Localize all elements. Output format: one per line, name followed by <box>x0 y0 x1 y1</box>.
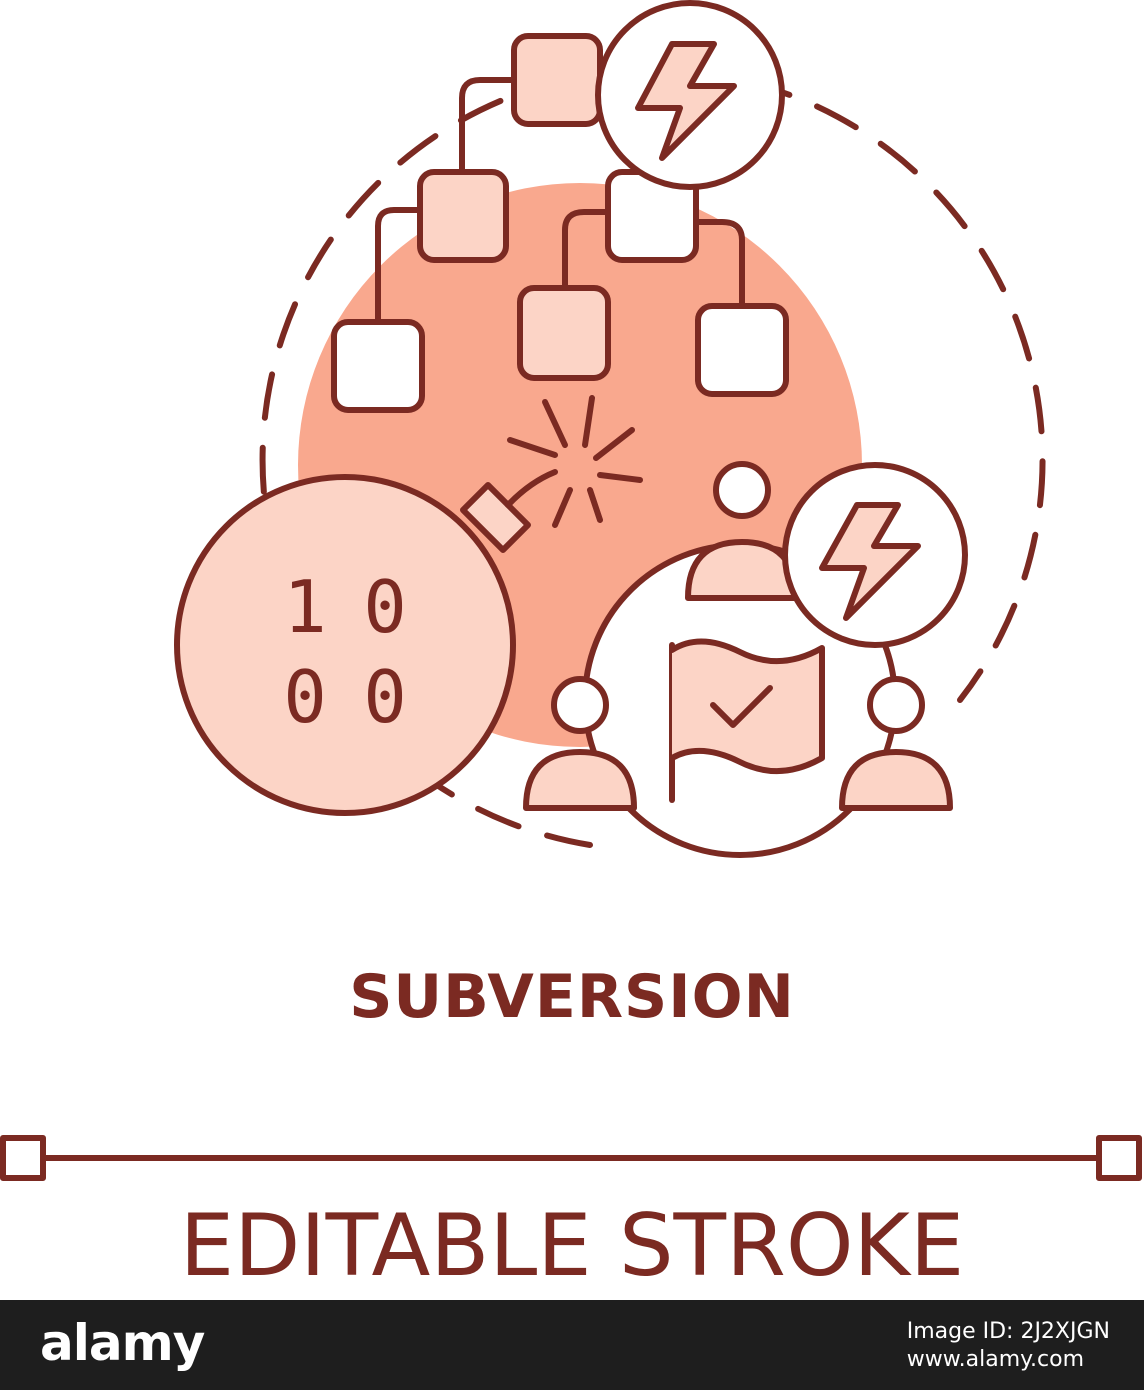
footer-bar: alamy Image ID: 2J2XJGN www.alamy.com <box>0 1300 1144 1390</box>
checkmark-icon <box>710 685 773 728</box>
people-icon <box>523 461 953 811</box>
binary-digit: 1 <box>283 565 326 649</box>
lightning-icon <box>819 502 921 621</box>
editable-stroke-label: EDITABLE STROKE <box>179 1196 965 1296</box>
stroke-handle-right <box>1096 1135 1142 1181</box>
flow-box-left <box>417 169 509 263</box>
flow-box-bottom-middle <box>517 285 611 381</box>
bomb-icon <box>174 469 558 816</box>
binary-digit: 0 <box>363 655 406 739</box>
flow-box-top <box>511 33 603 127</box>
stroke-handle-left <box>0 1135 46 1181</box>
alamy-logo: alamy <box>40 1314 205 1372</box>
flow-box-bottom-left <box>331 319 425 413</box>
flow-box-bottom-right <box>695 303 789 397</box>
illustration-title: SUBVERSION <box>349 962 795 1032</box>
binary-digit: 0 <box>363 565 406 649</box>
image-meta: Image ID: 2J2XJGN www.alamy.com <box>907 1318 1110 1374</box>
spark-icon <box>507 395 643 528</box>
flag-icon <box>669 638 825 803</box>
lightning-icon <box>635 41 737 161</box>
image-id: Image ID: 2J2XJGN <box>906 1319 1110 1344</box>
flowchart-icon <box>375 77 745 325</box>
binary-digit: 0 <box>283 655 326 739</box>
site-url: www.alamy.com <box>906 1347 1085 1372</box>
